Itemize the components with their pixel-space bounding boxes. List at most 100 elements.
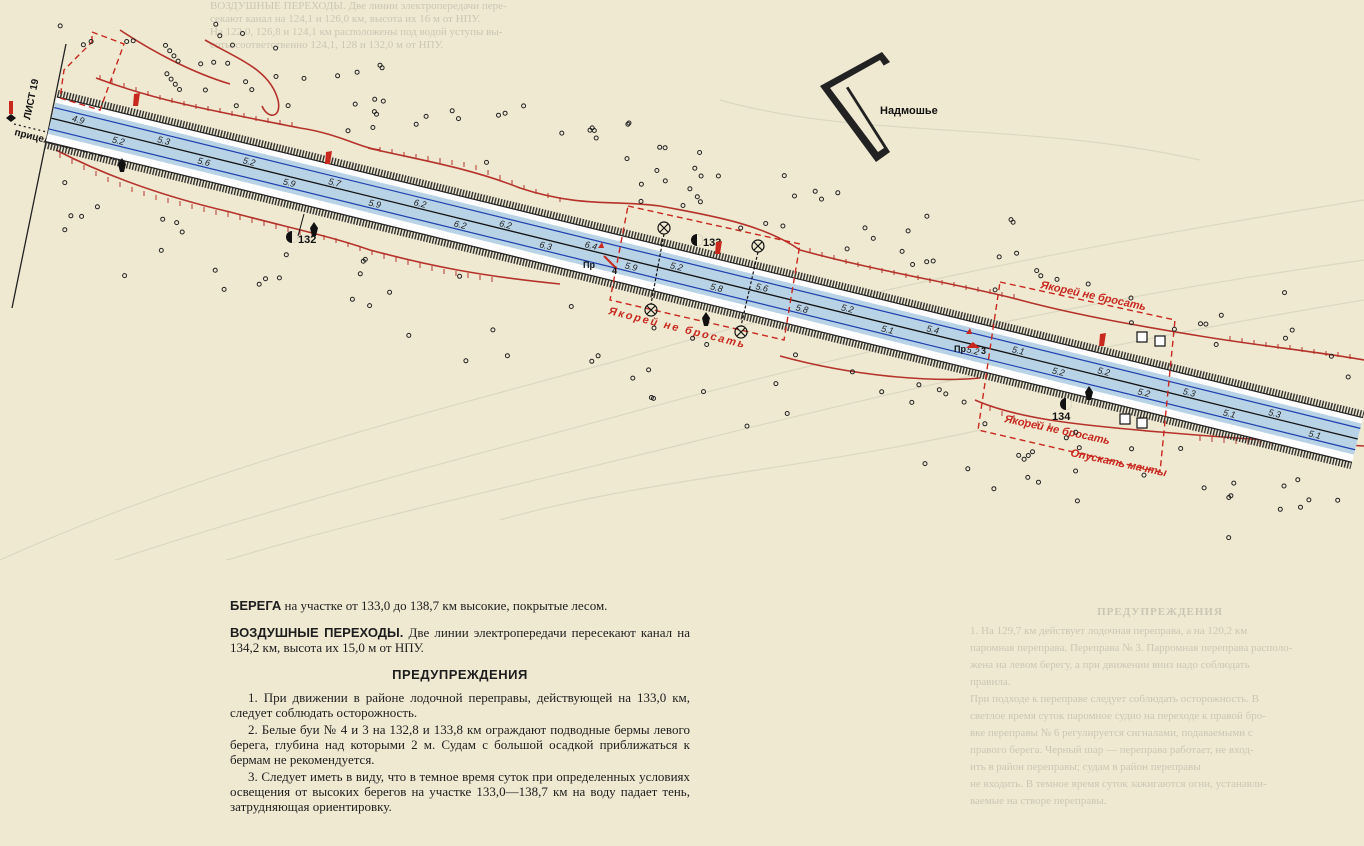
depth-sounding: 5.7 xyxy=(327,176,343,189)
forest-dot xyxy=(849,369,855,375)
forest-dot xyxy=(630,375,636,381)
forest-dot xyxy=(559,130,565,136)
forest-dot xyxy=(62,227,68,233)
forest-dot xyxy=(905,228,911,234)
forest-dot xyxy=(1298,504,1303,510)
forest-dot xyxy=(1231,480,1237,486)
crossings-body: Две линии электропередачи пересекают кан… xyxy=(230,625,690,655)
forest-dot xyxy=(792,193,797,199)
banks-body: на участке от 133,0 до 138,7 км высокие,… xyxy=(281,598,608,613)
warnings-list: 1. При движении в районе лодочной перепр… xyxy=(230,690,690,814)
ferry-label: Пр xyxy=(583,260,595,270)
forest-dot xyxy=(273,45,279,51)
forest-dot xyxy=(179,229,185,235)
depth-sounding: 6.4 xyxy=(584,239,599,252)
forest-dot xyxy=(1021,456,1027,462)
forest-dot xyxy=(844,246,850,252)
forest-dot xyxy=(625,121,631,127)
sailing-line-1 xyxy=(54,106,1361,429)
forest-dot xyxy=(406,332,412,338)
forest-dot xyxy=(662,145,668,151)
forest-dot xyxy=(1085,281,1091,287)
forest-dot xyxy=(177,87,182,92)
warning-item: 3. Следует иметь в виду, что в темное вр… xyxy=(230,769,690,814)
lower-masts-label: Опускать мачты xyxy=(1069,447,1168,479)
forest-dot xyxy=(225,60,231,66)
forest-dot xyxy=(930,258,936,264)
depth-sounding: 5.3 xyxy=(1267,407,1282,420)
forest-dot xyxy=(354,69,360,75)
red-buoy-icon xyxy=(133,93,140,106)
black-buoy-icon xyxy=(1085,386,1093,400)
forest-dot xyxy=(879,389,885,395)
forest-dot xyxy=(1295,477,1301,483)
depth-sounding: 5.2 xyxy=(1137,386,1152,399)
forest-dot xyxy=(502,110,508,116)
depth-sounding: 5.9 xyxy=(624,260,639,273)
sailing-line-2 xyxy=(48,128,1356,451)
forest-dot xyxy=(423,113,429,119)
forest-dot xyxy=(638,198,644,204)
forest-dot xyxy=(626,120,632,126)
forest-dot xyxy=(285,103,291,109)
red-buoy-icon xyxy=(715,241,722,254)
forest-dot xyxy=(996,254,1002,260)
forest-dot xyxy=(690,335,696,341)
forest-dot xyxy=(1074,498,1080,504)
forest-dot xyxy=(88,39,94,44)
forest-dot xyxy=(1203,321,1209,327)
sheet-cut-zone xyxy=(59,30,125,111)
depth-sounding: 5.2 xyxy=(1051,365,1066,378)
forest-dot xyxy=(694,194,700,200)
forest-dot xyxy=(335,73,341,79)
forest-dot xyxy=(568,304,574,309)
ferry-crossing-1: Пр 4 xyxy=(583,242,617,276)
forest-dot xyxy=(57,23,63,29)
forest-dot xyxy=(870,235,876,241)
depth-sounding: 6.2 xyxy=(498,218,513,231)
forest-dot xyxy=(1030,449,1035,455)
forest-dot xyxy=(1277,506,1283,512)
forest-dot xyxy=(256,281,262,287)
forest-dot xyxy=(1128,320,1134,326)
forest-dot xyxy=(651,395,656,401)
depth-sounding: 6.2 xyxy=(413,197,428,210)
forest-dot xyxy=(68,213,74,219)
depth-sounding: 5.8 xyxy=(795,302,810,315)
depth-sounding: 5.2 xyxy=(111,134,126,147)
forest-dot xyxy=(301,75,307,81)
forest-dot xyxy=(591,128,597,133)
forest-dot xyxy=(449,108,455,114)
forest-dot xyxy=(916,382,922,388)
depth-sounding: 5.1 xyxy=(1308,428,1323,441)
black-buoy-icon xyxy=(702,312,710,326)
forest-dot xyxy=(167,48,173,54)
forest-dot xyxy=(1335,497,1341,503)
mast-sign-icon xyxy=(1154,335,1166,347)
forest-dot xyxy=(651,325,657,331)
power-tower-icon xyxy=(657,221,671,235)
forest-dot xyxy=(784,411,790,416)
forest-dot xyxy=(62,180,68,186)
forest-dot xyxy=(1282,290,1287,296)
depth-sounding: 5.1 xyxy=(1222,407,1237,420)
forest-dot xyxy=(624,156,630,162)
crossings-paragraph: ВОЗДУШНЫЕ ПЕРЕХОДЫ. Две линии электропер… xyxy=(230,625,690,655)
forest-dot xyxy=(1073,429,1079,435)
forest-dot xyxy=(211,59,217,65)
km-label-134: 134 xyxy=(1052,411,1071,423)
forest-dot xyxy=(198,61,204,67)
depth-sounding: 6.2 xyxy=(453,218,468,231)
forest-dot xyxy=(168,76,174,82)
ghost-line: соты соответственно 124,1, 128 и 132,0 м… xyxy=(210,39,444,51)
forest-dot xyxy=(862,225,868,231)
depth-sounding: 5.4 xyxy=(926,323,941,336)
forest-dot xyxy=(130,38,136,44)
forest-dot xyxy=(370,125,376,130)
forest-dot xyxy=(175,58,181,64)
forest-dot xyxy=(171,53,177,59)
ghost-line: правого берега. Черный шар — переправа р… xyxy=(970,744,1254,756)
forest-dot xyxy=(780,223,786,229)
forest-dot xyxy=(773,381,779,387)
